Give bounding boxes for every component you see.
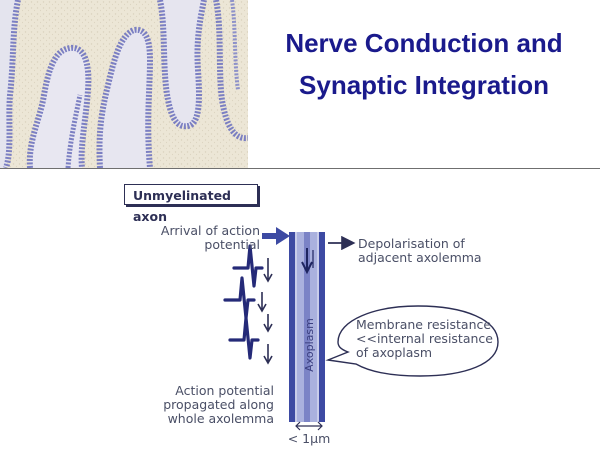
propagated-label-line-1: Action potential (175, 383, 274, 398)
depolarisation-label: Depolarisation of adjacent axolemma (358, 237, 518, 265)
propagated-label: Action potential propagated along whole … (128, 384, 274, 426)
title-line-2: Synaptic Integration (299, 70, 549, 100)
scale-label: < 1μm (287, 431, 331, 446)
page-title: Nerve Conduction and Synaptic Integratio… (248, 22, 600, 106)
axoplasm-label: Axoplasm (303, 318, 316, 372)
membrane-label-line-3: of axoplasm (356, 345, 433, 360)
membrane-label-line-2: <<internal resistance (356, 331, 493, 346)
arrival-label-line-1: Arrival of action (160, 223, 260, 238)
arrival-arrow (262, 227, 290, 245)
membrane-resistance-label: Membrane resistance <<internal resistanc… (356, 318, 506, 360)
depolarisation-label-line-1: Depolarisation of (358, 236, 465, 251)
propagated-label-line-2: propagated along (163, 397, 274, 412)
membrane-label-line-1: Membrane resistance (356, 317, 492, 332)
internal-current-arrow (301, 248, 313, 275)
arrival-label-line-2: potential (204, 237, 260, 252)
scale-bar (295, 421, 323, 431)
histology-micrograph (0, 0, 248, 168)
depolarisation-label-line-2: adjacent axolemma (358, 250, 482, 265)
propagated-label-line-3: whole axolemma (167, 411, 274, 426)
title-line-1: Nerve Conduction and (285, 28, 563, 58)
membrane-bubble (325, 305, 499, 377)
divider (0, 168, 600, 169)
action-potential-spikes (223, 244, 264, 360)
unmyelinated-axon-label: Unmyelinated axon (124, 184, 258, 224)
axon-diagram (223, 227, 499, 431)
propagation-arrows (257, 258, 273, 365)
arrival-label: Arrival of action potential (118, 224, 260, 252)
